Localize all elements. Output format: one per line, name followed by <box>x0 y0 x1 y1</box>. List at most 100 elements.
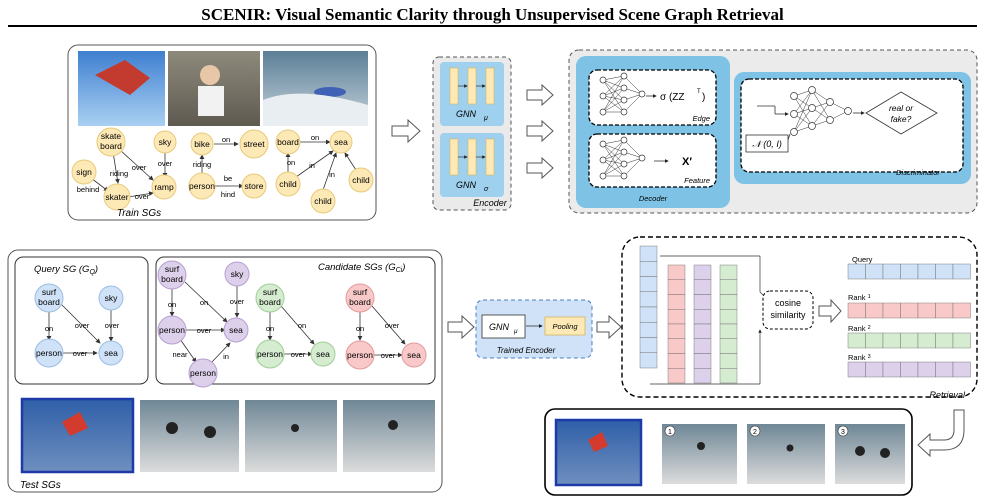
rank-2-label: Rank 2 <box>848 324 871 333</box>
rank-3-row-cell <box>865 361 884 378</box>
node-child-1 <box>275 171 301 197</box>
edge-formula-close: ) <box>702 92 705 103</box>
rank-3-row-cell <box>917 361 936 378</box>
results-panel: 1 2 3 <box>544 408 913 496</box>
candidate-vector-red-cell <box>667 279 686 295</box>
q-edge-over-1: over <box>75 321 90 330</box>
q-edge-on: on <box>45 324 53 333</box>
feature-formula: X′ <box>682 156 692 168</box>
c1-node-surfboard <box>157 260 187 290</box>
node-child-1-label: child <box>279 179 297 189</box>
trained-gnn-box <box>481 314 526 339</box>
arrow-to-encoder <box>391 118 421 144</box>
edge-label: Edge <box>692 114 710 123</box>
c2-edge-on-2: on <box>298 321 306 330</box>
trained-encoder: GNN μ Pooling Trained Encoder <box>475 299 593 359</box>
q-node-sky <box>98 285 124 311</box>
rank-2-row-cell <box>900 332 919 349</box>
candidates-title: Candidate SGs (GCi) <box>318 262 405 274</box>
node-skater-label: skater <box>105 192 128 202</box>
edge-over-1: over <box>132 163 147 172</box>
c3-edge-over-1: over <box>385 321 400 330</box>
c1-node-sky <box>224 261 250 287</box>
embedding-vectors <box>639 245 738 384</box>
c2-person: person <box>257 349 283 359</box>
node-child-2 <box>310 188 336 214</box>
test-sgs-label: Test SGs <box>20 480 61 491</box>
q-sky: sky <box>105 293 119 303</box>
rank-1-row-cell <box>900 302 919 319</box>
rank-3-row-cell <box>935 361 954 378</box>
title-rule <box>8 25 977 27</box>
rank-2-row-cell <box>935 332 954 349</box>
node-child-3-label: child <box>352 175 370 185</box>
edge-riding: riding <box>110 169 128 178</box>
node-sign <box>71 159 97 185</box>
arrow-enc-dec-1 <box>526 83 554 107</box>
query-title: Query SG (GQ) <box>34 264 98 276</box>
query-vector-cell <box>639 291 658 308</box>
candidate-vector-red-cell <box>667 264 686 280</box>
c1-node-sea <box>223 317 249 343</box>
node-sky <box>153 130 177 154</box>
node-skateboard-l1: skate <box>101 131 122 141</box>
candidate-vector-red-cell <box>667 368 686 384</box>
node-sign-label: sign <box>76 167 92 177</box>
query-row-cell <box>952 263 971 280</box>
surfer-3 <box>291 424 299 432</box>
query-vector-cell <box>639 261 658 277</box>
node-board <box>275 129 301 155</box>
candidate-vector-purple-cell <box>693 309 712 325</box>
query-rank-label: Query <box>852 255 873 264</box>
c3-edge-over-2: over <box>381 351 396 360</box>
edge-be: be <box>224 174 232 183</box>
node-person-label: person <box>189 181 215 191</box>
decoder-discriminator-panel: σ (ZZ T ) Edge X′ Feature Decoder <box>568 49 978 214</box>
candidate-vector-purple-cell <box>693 279 712 295</box>
edge-in-2: in <box>329 170 335 179</box>
node-person <box>188 172 216 200</box>
query-vector-cell <box>639 352 658 369</box>
candidate-vector-red-cell <box>667 323 686 339</box>
node-sky-label: sky <box>159 137 173 147</box>
cosine-label-2: similarity <box>771 310 806 320</box>
query-row-cell <box>900 263 919 280</box>
rank-2-row-cell <box>917 332 936 349</box>
c2-node-sea <box>310 341 336 367</box>
node-skateboard <box>96 127 126 157</box>
query-vector-cell <box>639 245 658 262</box>
result-1-surfer <box>697 442 705 450</box>
c3-sea: sea <box>407 350 421 360</box>
arrow-to-retrieval <box>596 314 622 340</box>
result-1-number: 1 <box>668 429 672 436</box>
retrieval-panel: cosine similarity Query Rank 1 Rank 2 Ra… <box>621 236 978 400</box>
q-sea: sea <box>104 348 118 358</box>
q-node-sea <box>98 340 124 366</box>
query-kite-surfer <box>62 412 88 436</box>
test-photo-4 <box>343 400 435 472</box>
train-graph-3: board sea child child child on on in in <box>275 129 374 214</box>
rank-1-row-cell <box>847 302 866 319</box>
node-bike-label: bike <box>194 139 210 149</box>
discriminator-label: Discriminator <box>896 168 940 177</box>
q-surf: surf <box>42 287 57 297</box>
rank-3-row-cell <box>882 361 901 378</box>
rank-3-row-cell <box>952 361 971 378</box>
q-person: person <box>36 348 62 358</box>
c1-edge-on-1: on <box>168 300 176 309</box>
node-ramp-label: ramp <box>154 182 174 192</box>
node-board-label: board <box>277 137 299 147</box>
surfer-2 <box>204 426 216 438</box>
candidate-vector-purple-cell <box>693 368 712 384</box>
node-sea <box>329 130 353 154</box>
result-rank-2-photo <box>747 424 825 484</box>
arrow-to-results <box>917 409 965 458</box>
q-edge-over-3: over <box>73 349 88 358</box>
result-3-surfer-1 <box>855 446 865 456</box>
train-graph-1: skate board sign skater ramp sky riding … <box>71 127 177 211</box>
pooling-label: Pooling <box>552 322 578 331</box>
node-sea-label: sea <box>334 137 348 147</box>
candidate-vector-red-cell <box>667 294 686 310</box>
cosine-box <box>762 290 814 330</box>
c1-edge-near: near <box>172 350 188 359</box>
